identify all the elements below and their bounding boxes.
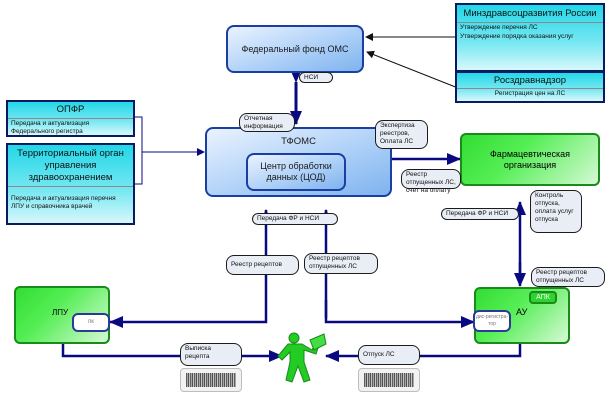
- flow-label-fr-nsi-pharma: Передача ФР и НСИ: [441, 208, 519, 220]
- dispensed-recipe-register-text: Реестр рецептов отпущенных ЛС: [309, 255, 360, 270]
- roszdrav-function: Регистрация цен на ЛС: [494, 90, 566, 97]
- au-apk[interactable]: АПК: [529, 291, 557, 304]
- lpu-to-patient-line: [61, 344, 283, 362]
- ffoms-label: Федеральный фонд ОМС: [241, 44, 349, 54]
- opfr-function: Передача и актуализация Федерального рег…: [11, 120, 90, 135]
- node-territorial-health[interactable]: Территориальный орган управления здравоо…: [6, 143, 135, 225]
- recipe-register-text: Реестр рецептов: [231, 261, 282, 268]
- roszdrav-to-ffoms-line: [366, 50, 459, 89]
- lpu-pc[interactable]: пк: [72, 313, 110, 332]
- au-label: АУ: [516, 307, 528, 317]
- opfr-title: ОПФР: [56, 104, 85, 115]
- flow-label-expertise: Экспертиза реестров, Оплата ЛС: [375, 120, 428, 149]
- flow-label-dispensed-register: Реестр отпущенных ЛС, счет на оплату: [401, 169, 461, 194]
- minzdrav-function-1: Утверждение перечня ЛС: [460, 24, 538, 31]
- person-with-prescription-icon: [277, 332, 327, 383]
- prescription-issue-text: Выписка рецепта: [185, 345, 212, 360]
- minzdrav-title: Минздравсоцразвития России: [463, 8, 597, 19]
- opfr-bracket-line: [135, 116, 143, 185]
- cod-label: Центр обработки данных (ЦОД): [260, 161, 332, 182]
- barcode-icon: [358, 368, 420, 392]
- pharma-label: Фармацевтическая организация: [489, 148, 571, 170]
- report-info-text: Отчетная информация: [244, 115, 283, 130]
- node-cod[interactable]: Центр обработки данных (ЦОД): [246, 153, 346, 191]
- roszdrav-title: Росздравнадзор: [493, 75, 567, 86]
- territorial-function: Передача и актуализация перечня ЛПУ и сп…: [11, 195, 116, 210]
- flow-label-report-info: Отчетная информация: [239, 113, 295, 132]
- minzdrav-function-2: Утверждение порядка оказания услуг: [460, 33, 574, 40]
- dispensed-register-text: Реестр отпущенных ЛС, счет на оплату: [406, 171, 456, 194]
- reader-label: дис-регистра-тор: [475, 314, 509, 327]
- flow-label-drug-dispense: Отпуск ЛС: [358, 345, 420, 365]
- apk-label: АПК: [536, 294, 550, 301]
- flow-label-recipe-register: Реестр рецептов: [226, 255, 299, 275]
- flow-label-prescription-issue: Выписка рецепта: [180, 343, 242, 366]
- drug-dispense-text: Отпуск ЛС: [363, 351, 395, 358]
- cod-to-au-line: [324, 300, 475, 328]
- node-roszdrav[interactable]: Росздравнадзор Регистрация цен на ЛС: [455, 71, 605, 103]
- au-to-patient-line: [325, 344, 522, 362]
- node-pharma[interactable]: Фармацевтическая организация: [460, 133, 600, 186]
- cod-to-lpu-line: [109, 316, 268, 328]
- tfoms-label: ТФОМС: [281, 136, 316, 147]
- expertise-text: Экспертиза реестров, Оплата ЛС: [380, 122, 415, 145]
- flow-label-dispensed-recipe-register: Реестр рецептов отпущенных ЛС: [304, 253, 378, 274]
- control-text: Контроль отпуска, оплата услуг отпуска: [535, 192, 574, 223]
- node-minzdrav[interactable]: Минздравсоцразвития России Утверждение п…: [455, 3, 605, 72]
- fr-nsi-pharma-text: Передача ФР и НСИ: [446, 210, 509, 217]
- lpu-label: ЛПУ: [52, 308, 69, 317]
- node-ffoms[interactable]: Федеральный фонд ОМС: [226, 25, 364, 73]
- fr-nsi-center-text: Передача ФР и НСИ: [257, 215, 320, 222]
- flow-label-nsi: НСИ: [299, 72, 333, 83]
- node-opfr[interactable]: ОПФР Передача и актуализация Федеральног…: [6, 100, 135, 137]
- flow-label-fr-nsi-center: Передача ФР и НСИ: [252, 213, 338, 225]
- nsi-text: НСИ: [304, 74, 319, 81]
- dispensed-recipe-register-au-text: Реестр рецептов отпущенных ЛС: [536, 269, 587, 284]
- flow-label-dispensed-recipe-register-au: Реестр рецептов отпущенных ЛС: [531, 267, 605, 287]
- flow-label-control: Контроль отпуска, оплата услуг отпуска: [530, 190, 582, 233]
- territorial-title: Территориальный орган управления здравоо…: [17, 148, 124, 183]
- au-dispense-registrar[interactable]: дис-регистра-тор: [473, 310, 511, 332]
- barcode-icon: [180, 368, 242, 392]
- lpu-pc-label: пк: [88, 319, 94, 325]
